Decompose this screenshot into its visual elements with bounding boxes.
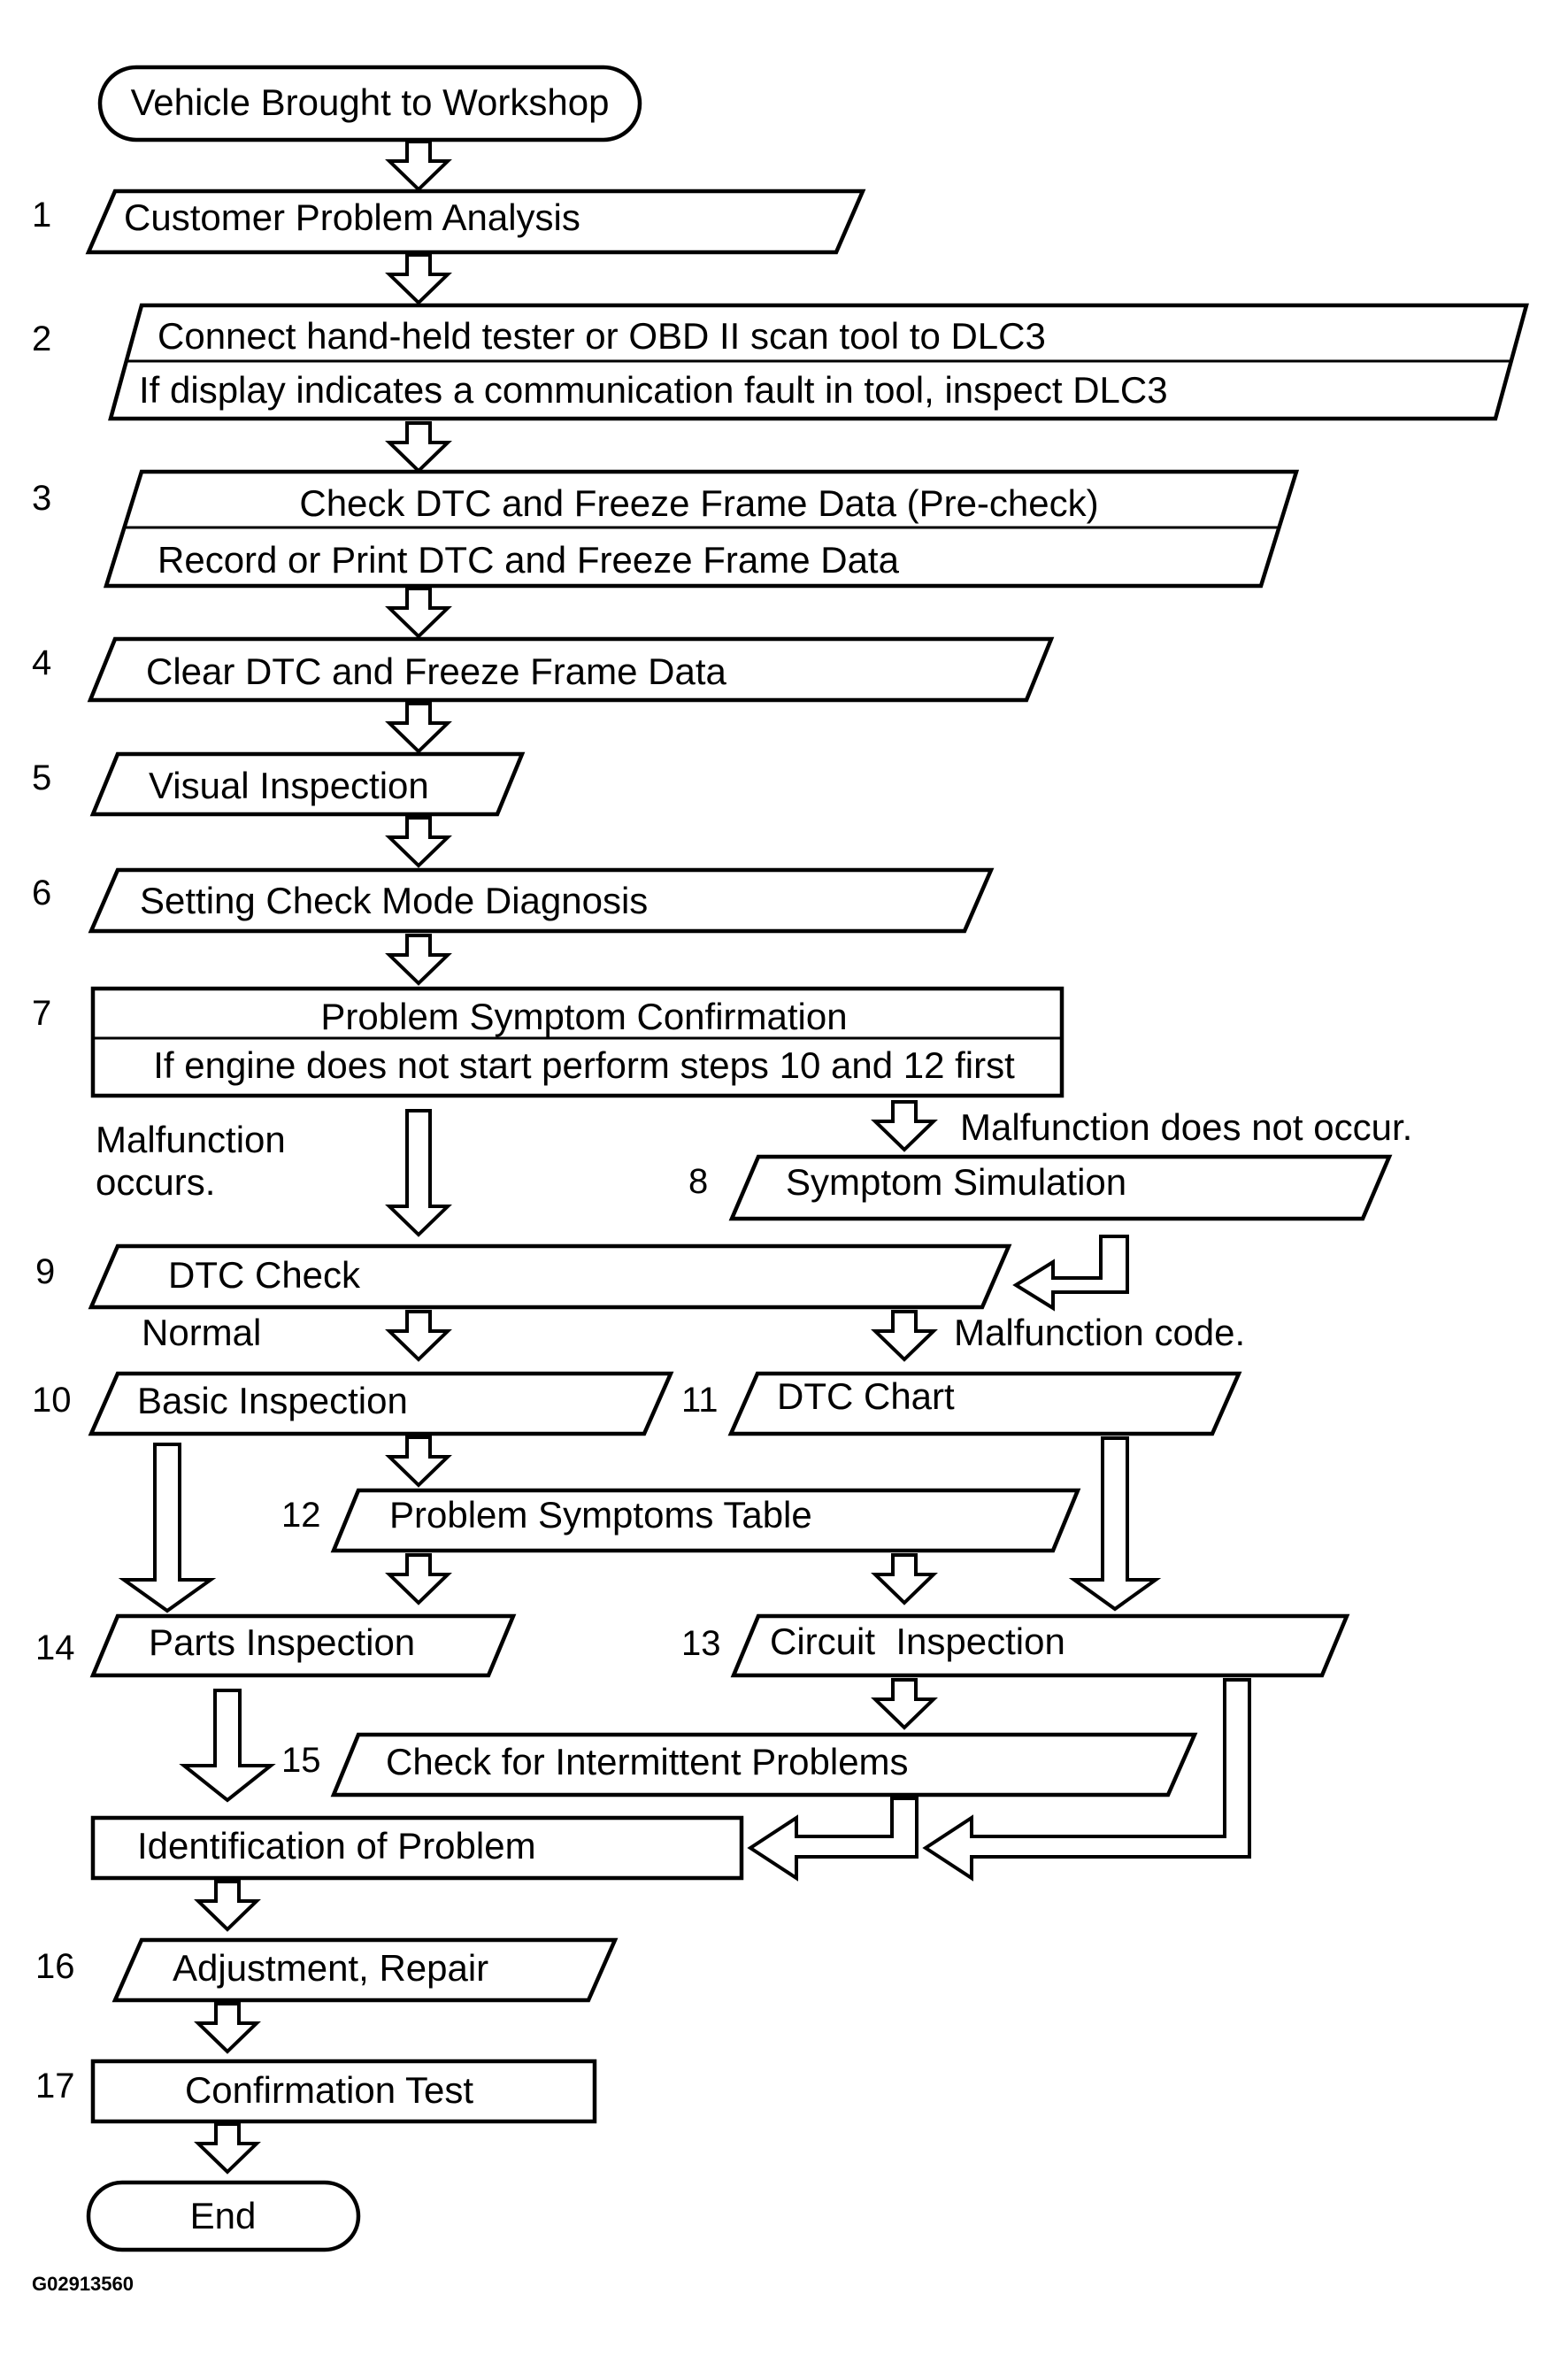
step-13-label: Circuit Inspection — [770, 1620, 1065, 1662]
circuit-inspection-to-identification-arrow — [922, 1678, 1251, 1882]
malfunction-occurs-label-2: occurs. — [96, 1161, 215, 1203]
step-4-clear-dtc: Clear DTC and Freeze Frame Data — [87, 636, 1055, 703]
flow-arrow — [196, 1880, 258, 1931]
flow-arrow — [873, 1310, 935, 1361]
step-9-number: 9 — [35, 1252, 55, 1291]
step-7-number: 7 — [32, 994, 51, 1033]
step-14-parts-inspection: Parts Inspection — [89, 1613, 517, 1678]
normal-label: Normal — [142, 1312, 261, 1353]
step-10-basic-inspection: Basic Inspection — [88, 1371, 674, 1436]
flow-arrow — [873, 1678, 935, 1729]
malfunction-not-occur-label: Malfunction does not occur. — [960, 1106, 1412, 1148]
step-14-label: Parts Inspection — [149, 1621, 415, 1663]
step-8-symptom-simulation: Symptom Simulation — [728, 1154, 1393, 1221]
flow-arrow — [873, 1553, 935, 1605]
step-14-number: 14 — [35, 1628, 75, 1667]
end-terminal: End — [86, 2180, 361, 2252]
step-16-label: Adjustment, Repair — [173, 1947, 488, 1989]
step-9-label: DTC Check — [168, 1254, 361, 1296]
step-15-label: Check for Intermittent Problems — [386, 1741, 909, 1782]
step-8-label: Symptom Simulation — [786, 1161, 1126, 1203]
step-10-number: 10 — [32, 1381, 72, 1420]
flow-arrow-long — [179, 1689, 276, 1803]
step-15-number: 15 — [281, 1741, 321, 1780]
flow-arrow — [388, 421, 450, 473]
step-17-number: 17 — [35, 2067, 75, 2105]
step-13-circuit-inspection: Circuit Inspection — [730, 1613, 1350, 1678]
flow-arrow — [388, 1310, 450, 1361]
step-7-line-2: If engine does not start perform steps 1… — [153, 1044, 1015, 1086]
step-16-number: 16 — [35, 1947, 75, 1986]
malfunction-occurs-label: Malfunction — [96, 1119, 286, 1160]
flow-arrow — [388, 1553, 450, 1605]
flow-arrow-long — [118, 1443, 217, 1613]
step-13-number: 13 — [681, 1624, 721, 1663]
step-12-problem-symptoms-table: Problem Symptoms Table — [330, 1488, 1081, 1553]
step-8-number: 8 — [688, 1162, 708, 1201]
step-6-label: Setting Check Mode Diagnosis — [140, 880, 648, 921]
step-3-number: 3 — [32, 479, 51, 518]
step-2-connect-tester: Connect hand-held tester or OBD II scan … — [108, 303, 1529, 421]
step-2-line-2: If display indicates a communication fau… — [139, 369, 1168, 411]
step-7-symptom-confirmation: Problem Symptom Confirmation If engine d… — [90, 986, 1065, 1098]
flow-arrow-long — [1068, 1436, 1162, 1612]
flow-arrow — [388, 934, 450, 985]
flow-arrow — [196, 2002, 258, 2053]
step-1-label: Customer Problem Analysis — [124, 196, 580, 238]
step-1-number: 1 — [32, 196, 51, 235]
flow-arrow — [873, 1100, 935, 1151]
step-16-adjustment-repair: Adjustment, Repair — [111, 1937, 619, 2003]
step-12-number: 12 — [281, 1496, 321, 1535]
step-12-label: Problem Symptoms Table — [389, 1494, 812, 1536]
step-11-number: 11 — [681, 1381, 719, 1420]
flow-arrow-long — [388, 1109, 450, 1236]
step-11-label: DTC Chart — [777, 1375, 955, 1417]
flow-arrow — [388, 702, 450, 753]
start-terminal: Vehicle Brought to Workshop — [97, 65, 642, 142]
end-label: End — [190, 2195, 257, 2236]
step-5-visual-inspection: Visual Inspection — [89, 751, 526, 817]
step-3-line-1: Check DTC and Freeze Frame Data (Pre-che… — [299, 482, 1098, 524]
step-11-dtc-chart: DTC Chart — [727, 1371, 1242, 1436]
step-10-label: Basic Inspection — [137, 1380, 408, 1421]
flow-arrow — [388, 140, 450, 191]
step-9-dtc-check: DTC Check — [88, 1243, 1012, 1310]
malfunction-code-label: Malfunction code. — [954, 1312, 1245, 1353]
identification-of-problem: Identification of Problem — [90, 1815, 744, 1881]
flow-arrow — [196, 2122, 258, 2174]
step-7-line-1: Problem Symptom Confirmation — [320, 996, 847, 1037]
step-5-number: 5 — [32, 758, 51, 797]
step-2-number: 2 — [32, 319, 51, 358]
flow-arrow — [388, 1436, 450, 1487]
intermittent-to-identification-arrow — [747, 1797, 919, 1882]
return-arrow-to-dtc-check — [1012, 1235, 1129, 1312]
step-1-customer-problem-analysis: Customer Problem Analysis — [85, 189, 866, 255]
step-17-confirmation-test: Confirmation Test — [90, 2059, 597, 2124]
step-6-number: 6 — [32, 874, 51, 912]
identification-label: Identification of Problem — [137, 1825, 536, 1867]
flow-arrow — [388, 816, 450, 867]
step-15-intermittent-problems: Check for Intermittent Problems — [330, 1732, 1198, 1797]
step-3-check-dtc: Check DTC and Freeze Frame Data (Pre-che… — [103, 469, 1300, 589]
step-4-label: Clear DTC and Freeze Frame Data — [146, 650, 727, 692]
flow-arrow — [388, 253, 450, 304]
step-6-setting-check-mode: Setting Check Mode Diagnosis — [88, 867, 995, 934]
step-4-number: 4 — [32, 643, 51, 682]
figure-code: G02913560 — [32, 2273, 134, 2295]
start-label: Vehicle Brought to Workshop — [131, 81, 610, 123]
step-17-label: Confirmation Test — [185, 2069, 473, 2111]
step-3-line-2: Record or Print DTC and Freeze Frame Dat… — [158, 539, 900, 581]
step-2-line-1: Connect hand-held tester or OBD II scan … — [158, 315, 1046, 357]
step-5-label: Visual Inspection — [149, 765, 429, 806]
flow-arrow — [388, 587, 450, 638]
